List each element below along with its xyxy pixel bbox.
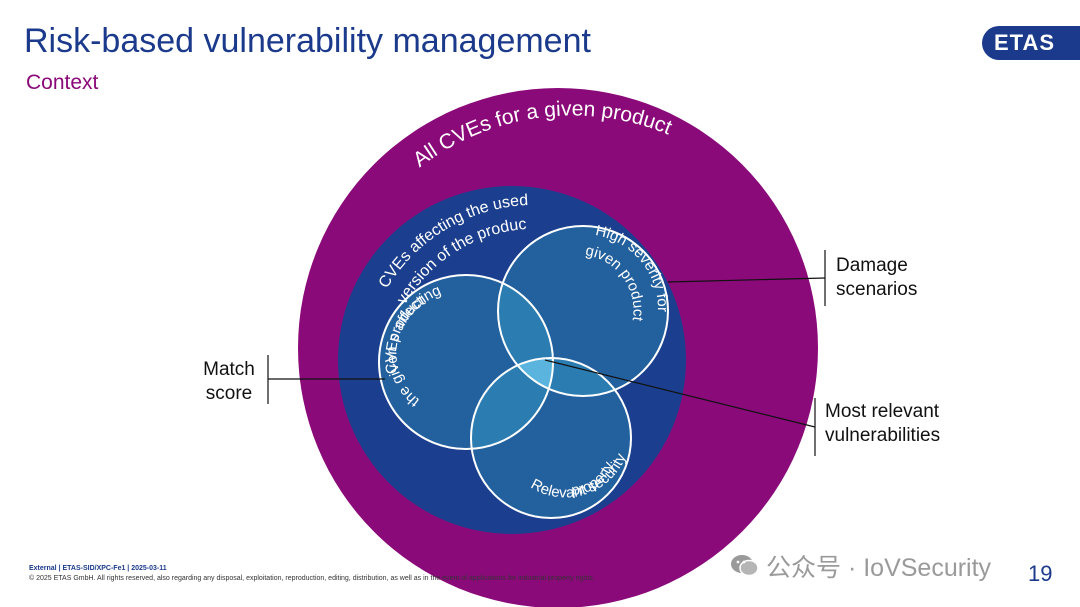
most-relevant-label: Most relevant vulnerabilities	[825, 400, 940, 448]
match-score-line2: score	[205, 383, 253, 404]
wechat-icon	[731, 555, 759, 577]
callout-match-score	[267, 355, 385, 404]
watermark-text: 公众号 · IoVSecurity	[766, 554, 992, 582]
footer-classification: External | ETAS-SID/XPC-Fe1 | 2025-03-11	[29, 565, 167, 572]
match-score-line1: Match	[203, 359, 255, 380]
overlap-left-right	[498, 275, 553, 396]
damage-line2: scenarios	[836, 279, 918, 300]
etas-logo: ETAS	[982, 26, 1080, 60]
damage-line1: Damage	[836, 255, 908, 276]
callout-damage-scenarios	[667, 250, 826, 306]
page-title: Risk-based vulnerability management	[24, 22, 591, 60]
page-number: 19	[1028, 561, 1053, 586]
venn-outline-bottom	[470, 357, 632, 519]
most-relevant-line1: Most relevant	[825, 401, 940, 422]
damage-scenarios-label: Damage scenarios	[836, 254, 917, 302]
venn-outline-right	[497, 225, 669, 397]
match-score-label: Match score	[196, 358, 262, 406]
callout-most-relevant	[544, 359, 816, 456]
most-relevant-line2: vulnerabilities	[825, 425, 941, 446]
footer-copyright: © 2025 ETAS GmbH. All rights reserved, a…	[29, 575, 595, 582]
watermark: 公众号 · IoVSecurity	[730, 548, 991, 584]
page-subtitle: Context	[26, 71, 99, 94]
